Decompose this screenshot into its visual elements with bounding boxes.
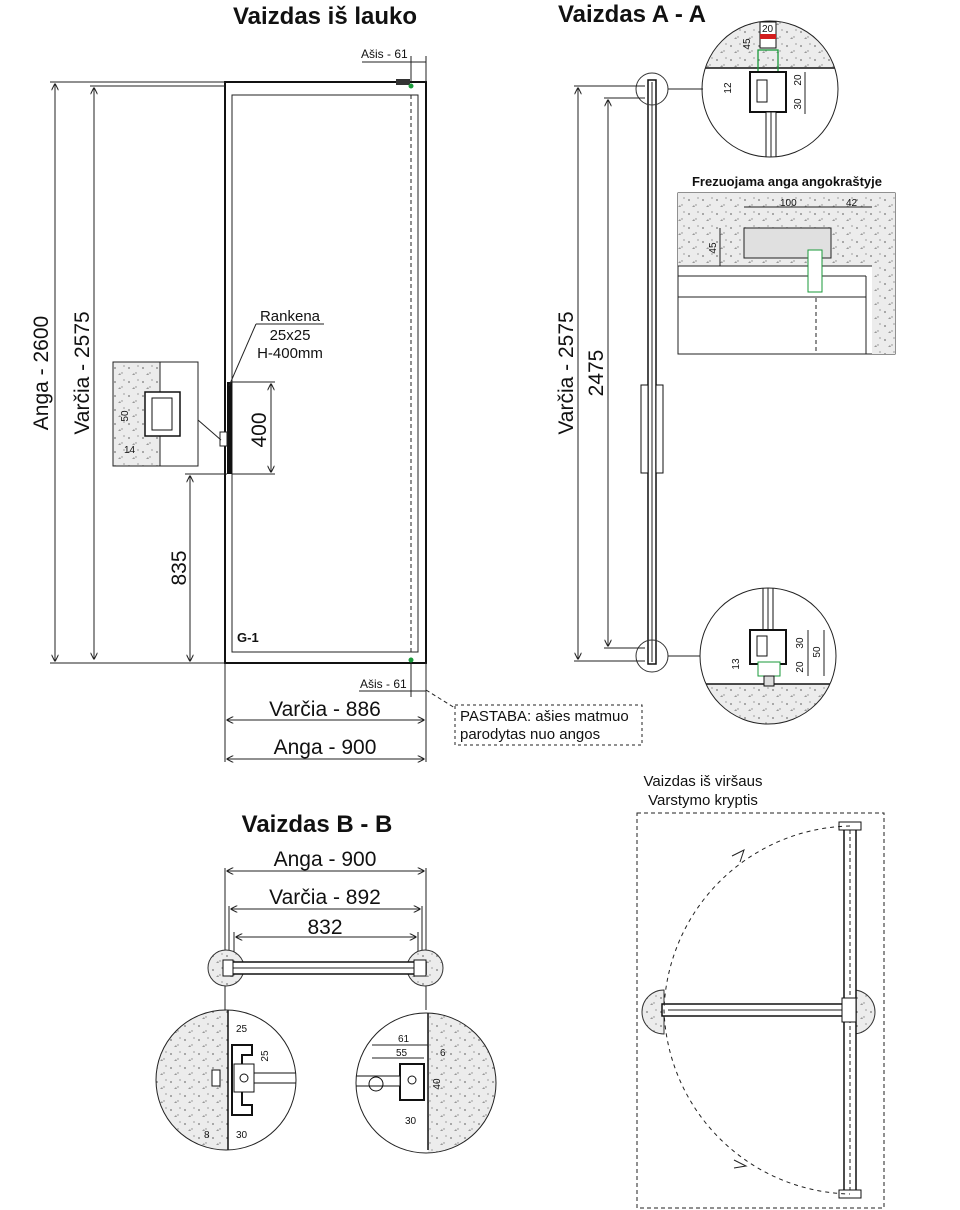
svg-text:20: 20 bbox=[795, 661, 806, 673]
svg-text:30: 30 bbox=[795, 637, 806, 649]
axis-top-label: Ašis - 61 bbox=[361, 47, 408, 61]
svg-text:45: 45 bbox=[742, 38, 753, 50]
svg-text:61: 61 bbox=[398, 1034, 410, 1045]
milled-opening-title: Frezuojama anga angokraštyje bbox=[692, 174, 882, 189]
aa-glass-height-label: 2475 bbox=[585, 350, 608, 397]
top-pivot-detail: 20 45 12 20 30 bbox=[701, 20, 839, 158]
svg-text:30: 30 bbox=[236, 1130, 248, 1141]
title-section-aa: Vaizdas A - A bbox=[558, 1, 706, 28]
door-outer-frame bbox=[224, 81, 427, 664]
svg-text:55: 55 bbox=[396, 1048, 408, 1059]
handle-bar bbox=[227, 382, 232, 474]
svg-text:25: 25 bbox=[260, 1050, 271, 1062]
opening-width-label: Anga - 900 bbox=[274, 736, 377, 759]
aa-sash-height-label: Varčia - 2575 bbox=[555, 311, 578, 434]
svg-text:13: 13 bbox=[731, 658, 742, 670]
svg-text:50: 50 bbox=[120, 410, 131, 422]
handle-grip bbox=[219, 431, 228, 447]
outside-view: G-1 Ašis - 61 Ašis - 61 Anga - 2600 Varč… bbox=[30, 47, 643, 762]
handle-note-line3: H-400mm bbox=[257, 345, 323, 362]
top-view-frame bbox=[636, 812, 885, 1209]
milled-opening-detail: 100 42 45 bbox=[677, 192, 896, 355]
svg-text:40: 40 bbox=[432, 1078, 443, 1090]
title-section-bb: Vaizdas B - B bbox=[242, 811, 393, 838]
handle-note-line2: 25x25 bbox=[270, 327, 311, 344]
handle-floor-label: 835 bbox=[168, 550, 191, 585]
svg-text:100: 100 bbox=[780, 198, 797, 209]
bottom-pivot-detail: 13 20 30 50 bbox=[699, 587, 837, 725]
door-glass bbox=[231, 94, 419, 653]
note-line2: parodytas nuo angos bbox=[460, 726, 600, 743]
sash-width-label: Varčia - 886 bbox=[269, 698, 381, 721]
bb-opening-width-label: Anga - 900 bbox=[274, 848, 377, 871]
svg-text:25: 25 bbox=[236, 1024, 248, 1035]
svg-text:30: 30 bbox=[793, 98, 804, 110]
opening-height-label: Anga - 2600 bbox=[30, 316, 53, 430]
note-line1: PASTABA: ašies matmuo bbox=[460, 708, 629, 725]
top-pivot bbox=[396, 79, 410, 85]
handle-detail: 50 14 bbox=[112, 361, 222, 467]
title-top-view-line1: Vaizdas iš viršaus bbox=[644, 773, 763, 790]
title-top-view-line2: Varstymo kryptis bbox=[648, 792, 758, 809]
glass-label: G-1 bbox=[237, 630, 259, 645]
handle-height-label: 400 bbox=[248, 412, 271, 447]
svg-text:30: 30 bbox=[405, 1116, 417, 1127]
axis-bottom-label: Ašis - 61 bbox=[360, 677, 407, 691]
svg-text:20: 20 bbox=[793, 74, 804, 86]
bb-left-detail: 25 25 8 30 bbox=[155, 1009, 297, 1151]
sash-height-label: Varčia - 2575 bbox=[71, 311, 94, 434]
title-outside-view: Vaizdas iš lauko bbox=[233, 3, 417, 30]
bb-sash-width-label: Varčia - 892 bbox=[269, 886, 381, 909]
svg-text:6: 6 bbox=[440, 1048, 446, 1059]
bb-glass-width-label: 832 bbox=[307, 916, 342, 939]
top-view-right-wall bbox=[852, 989, 876, 1035]
svg-text:8: 8 bbox=[204, 1130, 210, 1141]
swing-arc bbox=[663, 825, 851, 1195]
top-view bbox=[636, 812, 885, 1209]
svg-text:12: 12 bbox=[723, 82, 734, 94]
section-aa: Varčia - 2575 2475 20 45 12 20 bbox=[555, 20, 896, 725]
handle-note-line1: Rankena bbox=[260, 308, 321, 325]
top-view-left-wall bbox=[641, 989, 665, 1035]
svg-text:14: 14 bbox=[124, 445, 136, 456]
note-box bbox=[454, 704, 643, 746]
svg-text:45: 45 bbox=[708, 242, 719, 254]
top-pivot-marker bbox=[408, 83, 414, 89]
section-bb: Anga - 900 Varčia - 892 832 bbox=[155, 848, 497, 1154]
svg-text:20: 20 bbox=[762, 24, 774, 35]
bottom-pivot-marker bbox=[408, 657, 414, 663]
svg-text:42: 42 bbox=[846, 198, 858, 209]
bb-right-detail: 61 55 6 40 30 bbox=[355, 1012, 497, 1154]
handle-profile bbox=[640, 384, 649, 474]
svg-text:50: 50 bbox=[812, 646, 823, 658]
